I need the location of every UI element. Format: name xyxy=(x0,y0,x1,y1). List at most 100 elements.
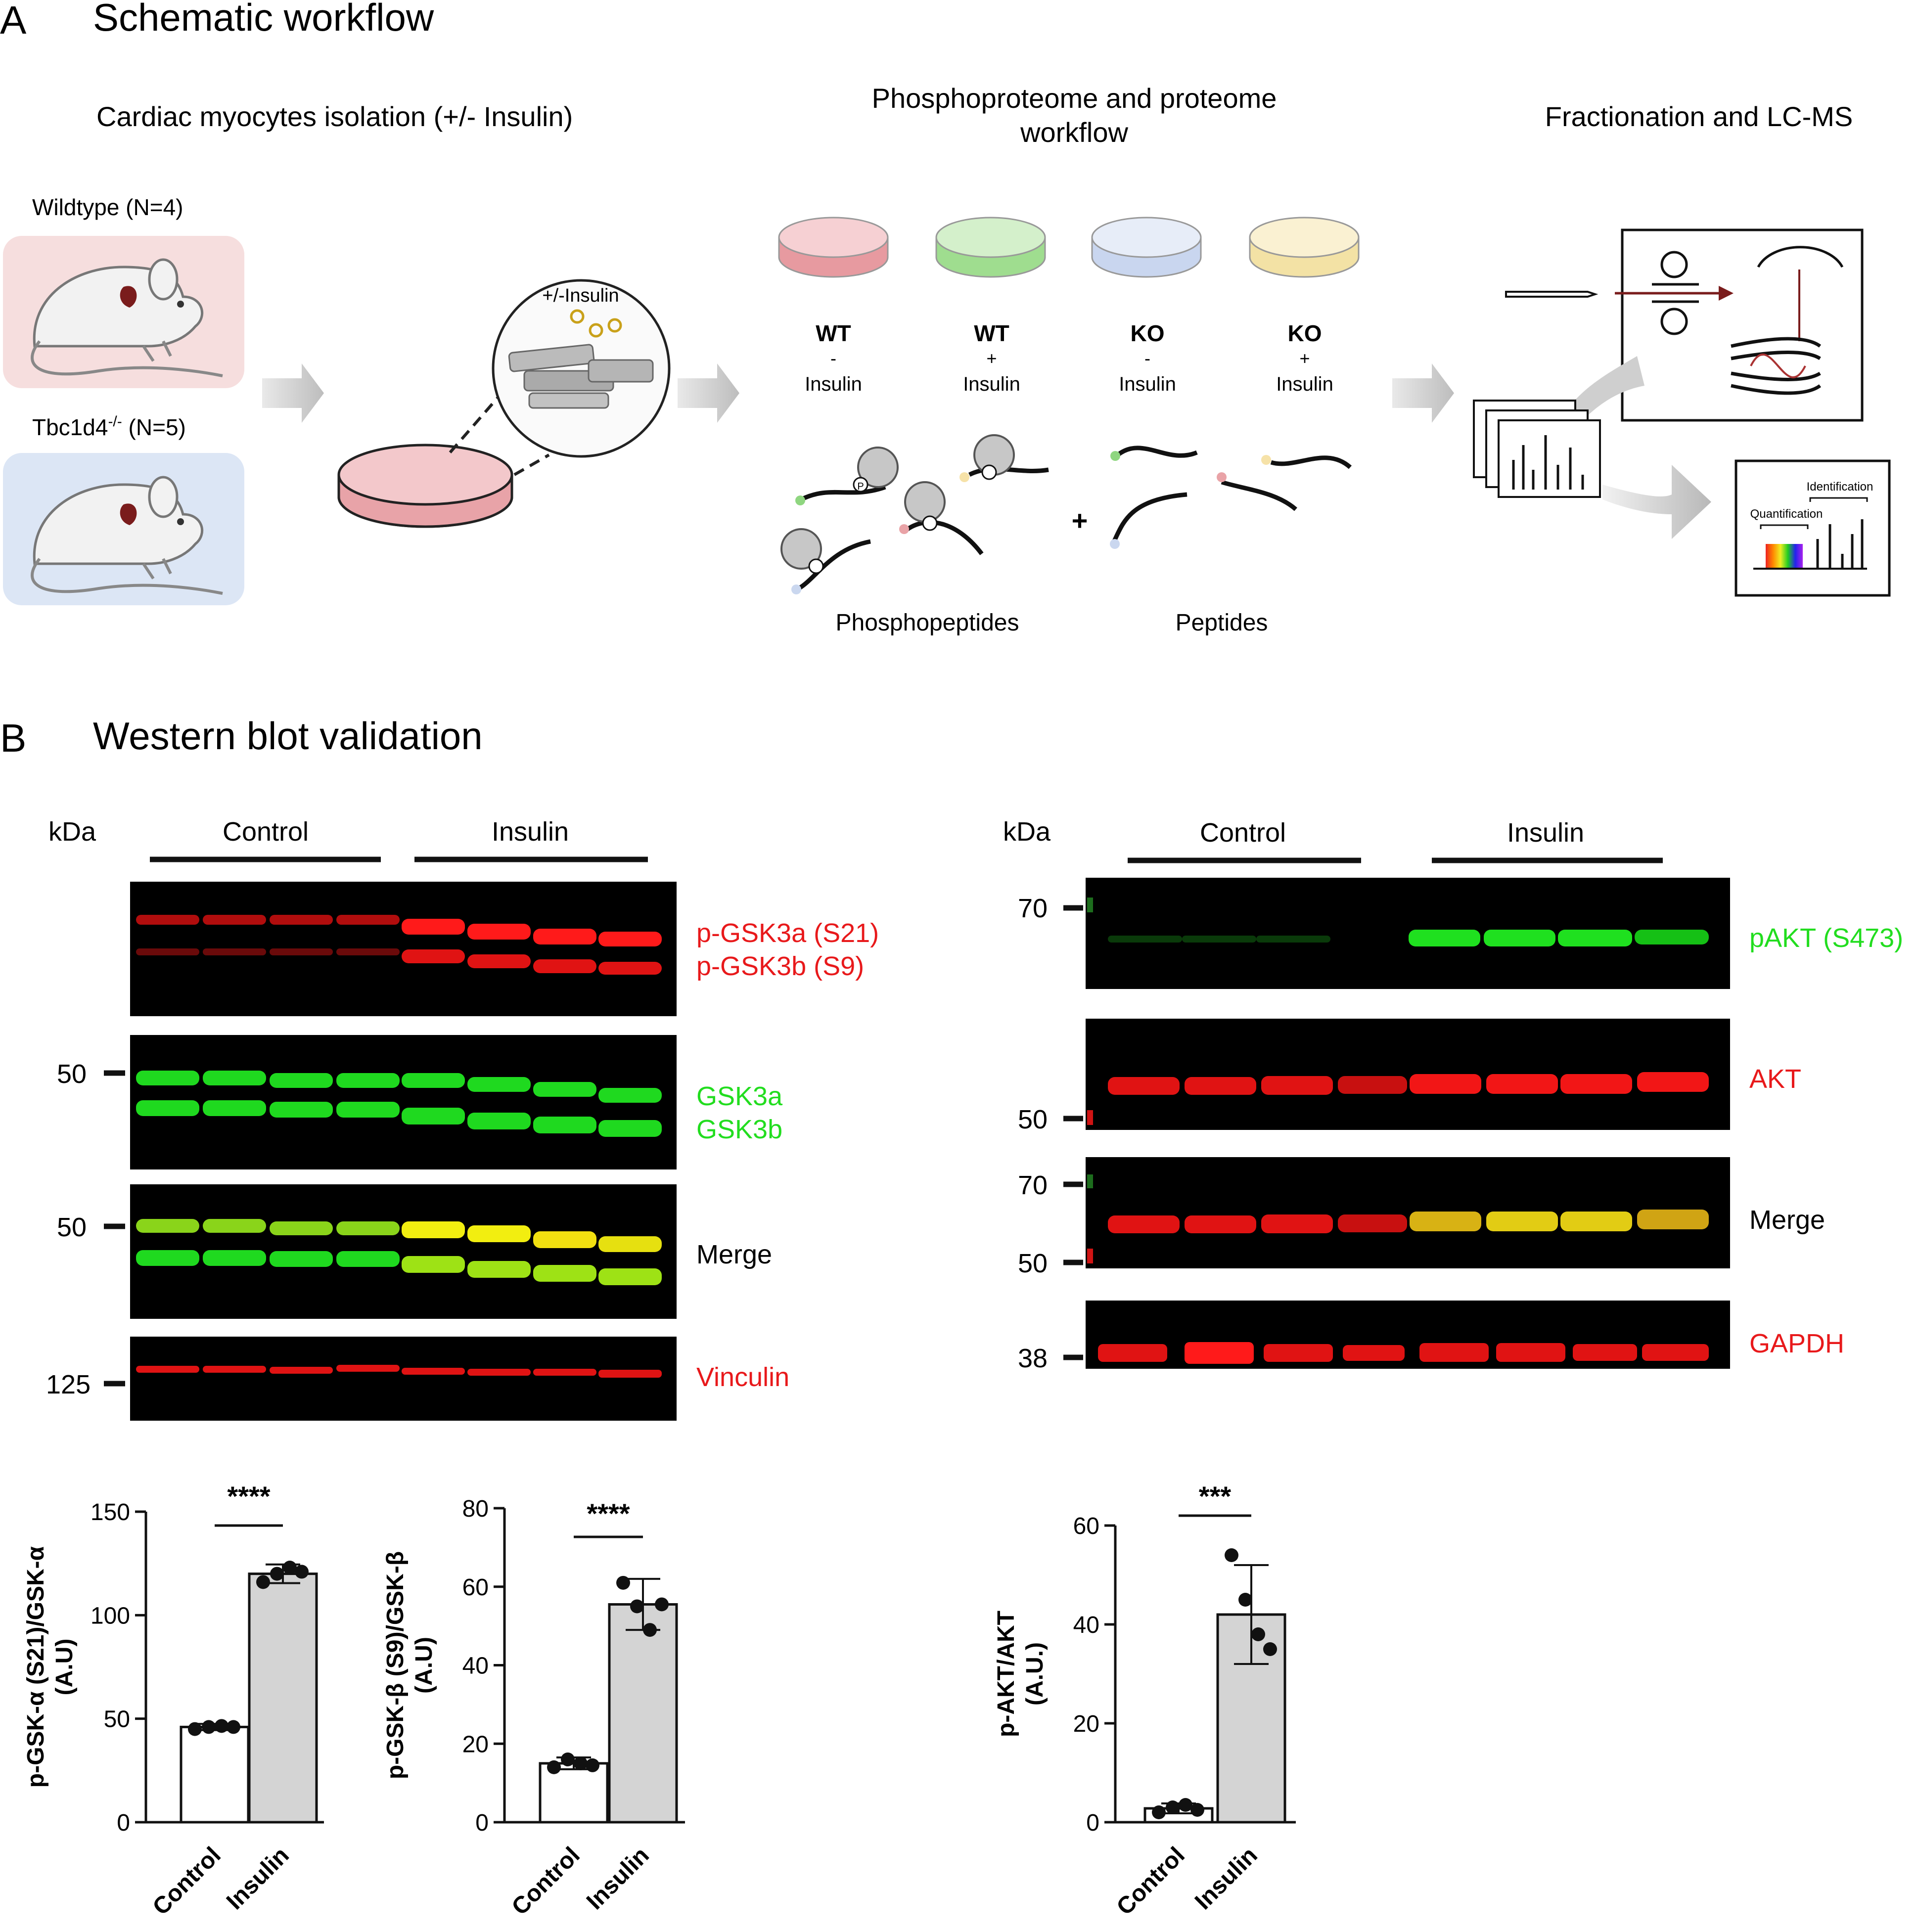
panel-a-title: Schematic workflow xyxy=(93,0,434,39)
step3-title: Fractionation and LC-MS xyxy=(1545,101,1853,132)
step1-title: Cardiac myocytes isolation (+/- Insulin) xyxy=(96,101,573,132)
peptides-illustration xyxy=(1110,446,1352,549)
lc-ms-instrument xyxy=(1505,228,1864,422)
y-tick-label: 80 xyxy=(462,1496,489,1522)
right-marker-70b: 70 xyxy=(1018,1170,1048,1200)
results-arrow xyxy=(1602,465,1711,539)
y-tick-label: 0 xyxy=(475,1810,489,1836)
data-point xyxy=(283,1561,297,1575)
condition-4-treat: Insulin xyxy=(1276,373,1333,395)
ko-label-n: (N=5) xyxy=(122,414,186,440)
step2-title-line1: Phosphoproteome and proteome xyxy=(872,83,1277,114)
blot-merge-right xyxy=(1086,1157,1730,1268)
left-control-label: Control xyxy=(223,817,309,847)
blot-pakt xyxy=(1086,878,1730,989)
right-marker-70a: 70 xyxy=(1018,894,1048,923)
step2-title-line2: workflow xyxy=(1020,117,1128,148)
y-tick-label: 40 xyxy=(462,1653,489,1679)
dish-wt-plus xyxy=(935,217,1046,278)
ko-label-main: Tbc1d4 xyxy=(32,414,108,440)
y-tick-label: 0 xyxy=(1086,1810,1099,1836)
condition-3-group: KO xyxy=(1131,320,1165,346)
data-point xyxy=(295,1565,309,1579)
y-tick-label: 100 xyxy=(91,1603,130,1629)
right-marker-38: 38 xyxy=(1018,1344,1048,1373)
data-point xyxy=(215,1719,228,1733)
condition-1-group: WT xyxy=(816,320,851,346)
label-merge-right: Merge xyxy=(1749,1205,1825,1235)
label-vinculin: Vinculin xyxy=(696,1362,789,1392)
dish-ko-minus xyxy=(1091,217,1202,278)
blot-vinculin xyxy=(130,1337,677,1421)
data-point xyxy=(655,1597,669,1612)
lc-ms-curved-arrow-up xyxy=(1563,356,1644,420)
label-gapdh: GAPDH xyxy=(1749,1329,1844,1358)
data-point xyxy=(643,1623,657,1637)
significance-stars: **** xyxy=(227,1481,270,1512)
data-point xyxy=(1251,1627,1265,1641)
right-control-label: Control xyxy=(1200,818,1286,848)
condition-2-treat: Insulin xyxy=(963,373,1020,395)
y-tick-label: 0 xyxy=(117,1810,130,1836)
condition-3-treat: Insulin xyxy=(1119,373,1176,395)
y-tick-label: 40 xyxy=(1073,1612,1099,1638)
data-point xyxy=(1263,1642,1277,1656)
label-pgsk3b: p-GSK3b (S9) xyxy=(696,951,864,981)
left-marker-125: 125 xyxy=(46,1370,91,1399)
data-point xyxy=(1190,1803,1204,1817)
blot-gsk3 xyxy=(130,1035,677,1169)
y-tick-label: 50 xyxy=(104,1707,130,1733)
results-panel xyxy=(1735,459,1891,597)
y-axis-label-unit: (A.U.) xyxy=(1022,1642,1048,1706)
label-akt: AKT xyxy=(1749,1064,1801,1094)
phosphopeptides-label: Phosphopeptides xyxy=(836,610,1019,636)
wildtype-label: Wildtype (N=4) xyxy=(32,194,183,220)
condition-3-sign: - xyxy=(1144,348,1150,368)
plus-sign: + xyxy=(1072,505,1088,536)
data-point xyxy=(256,1575,270,1589)
label-merge-left: Merge xyxy=(696,1240,772,1269)
workflow-arrow-1 xyxy=(262,363,324,423)
bar-insulin xyxy=(608,1603,678,1824)
y-axis-label: p-AKT/AKT xyxy=(993,1611,1019,1737)
quantification-label: Quantification xyxy=(1750,507,1823,521)
peptides-label: Peptides xyxy=(1176,610,1268,636)
y-axis-label: p-GSK-β (S9)/GSK-β xyxy=(382,1551,409,1779)
panel-b-letter: B xyxy=(0,716,26,760)
condition-4-group: KO xyxy=(1288,320,1322,346)
x-tick-label: Insulin xyxy=(1190,1842,1263,1915)
panel-a-letter: A xyxy=(0,0,27,42)
blot-gapdh xyxy=(1086,1301,1730,1369)
left-marker-50b: 50 xyxy=(57,1213,87,1242)
phosphopeptides-illustration xyxy=(780,434,1049,594)
data-point xyxy=(1238,1593,1252,1607)
data-point xyxy=(1152,1805,1166,1819)
data-point xyxy=(630,1599,644,1614)
data-point xyxy=(1166,1800,1180,1814)
wildtype-mouse-icon xyxy=(31,258,223,377)
blot-akt xyxy=(1086,1019,1730,1130)
x-tick-label: Insulin xyxy=(222,1842,294,1915)
left-insulin-label: Insulin xyxy=(492,817,569,847)
zoom-line-1 xyxy=(449,395,501,453)
workflow-arrow-3 xyxy=(1392,363,1454,423)
dish-ko-plus xyxy=(1249,217,1360,278)
label-pgsk3a: p-GSK3a (S21) xyxy=(696,918,879,948)
left-kda-label: kDa xyxy=(48,817,96,847)
y-tick-label: 60 xyxy=(1073,1513,1099,1539)
right-insulin-label: Insulin xyxy=(1507,818,1584,848)
data-point xyxy=(547,1760,561,1774)
label-gsk3a: GSK3a xyxy=(696,1081,783,1111)
condition-1-sign: - xyxy=(830,348,836,368)
dish-wt-minus xyxy=(778,217,889,278)
x-tick-label: Control xyxy=(148,1842,226,1920)
data-point xyxy=(188,1722,202,1736)
x-tick-label: Control xyxy=(507,1842,585,1920)
panel-b-title: Western blot validation xyxy=(93,714,483,758)
blot-merge-left xyxy=(130,1184,677,1319)
condition-4-sign: + xyxy=(1299,348,1310,368)
data-point xyxy=(586,1758,599,1772)
